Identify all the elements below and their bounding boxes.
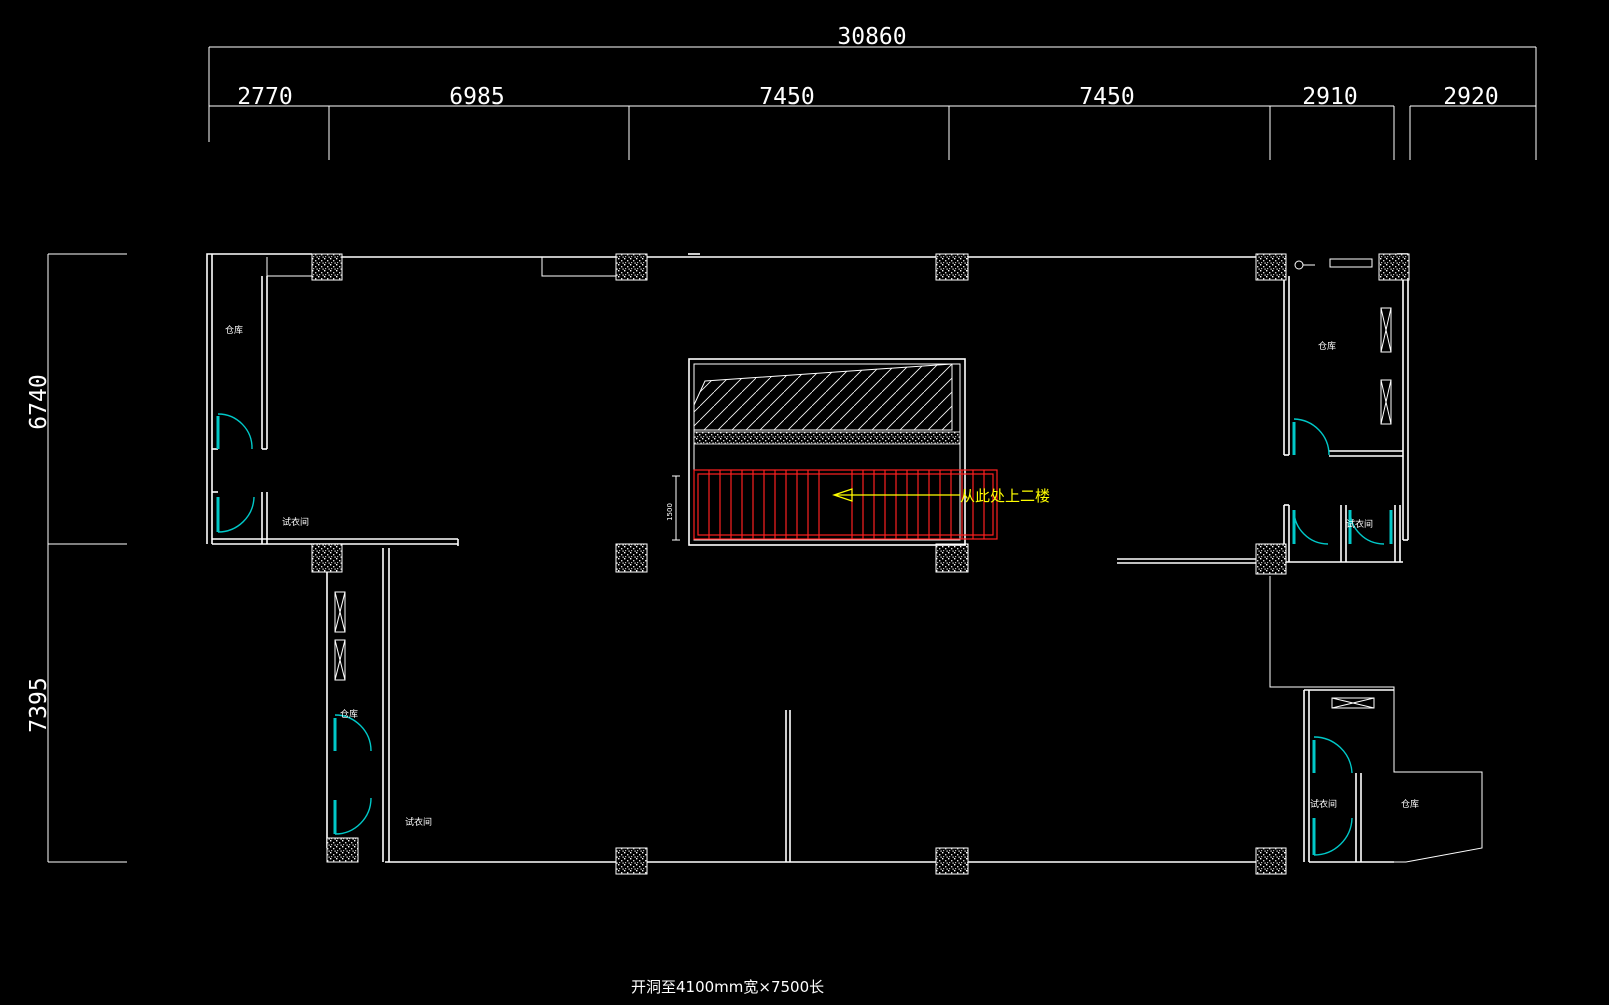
room-label-fitting-right-top: 试衣间 <box>1346 518 1373 530</box>
room-label-fitting-right-bottom: 试衣间 <box>1310 798 1337 810</box>
dim-segment-5: 2910 <box>1302 84 1357 110</box>
dim-segment-3: 7450 <box>759 84 814 110</box>
room-label-storage-left-top: 仓库 <box>225 324 243 336</box>
left-dimensions: 6740 7395 <box>26 253 127 863</box>
stair-annotation: 从此处上二楼 <box>960 487 1050 505</box>
doors <box>216 413 1393 856</box>
dim-segment-1: 2770 <box>237 84 292 110</box>
dim-left-lower: 7395 <box>26 677 52 732</box>
room-labels: 仓库 试衣间 仓库 试衣间 仓库 试衣间 试衣间 仓库 <box>225 324 1419 828</box>
room-label-storage-right-top: 仓库 <box>1318 340 1336 352</box>
room-label-fitting-left-lower: 试衣间 <box>405 816 432 828</box>
dim-segment-2: 6985 <box>449 84 504 110</box>
stair-width-label: 1500 <box>666 503 674 521</box>
top-dimensions: 30860 2770 6985 7450 7450 2910 2920 <box>208 24 1537 160</box>
opening-size-note: 开洞至4100mm宽×7500长 <box>631 978 824 996</box>
room-label-storage-left-lower: 仓库 <box>340 708 358 720</box>
dim-left-upper: 6740 <box>26 374 52 429</box>
stair-up-arrow-icon <box>832 488 960 502</box>
structural-columns <box>311 253 1410 875</box>
dim-segment-6: 2920 <box>1443 84 1498 110</box>
outer-walls <box>206 253 1483 863</box>
room-label-fitting-left-top: 试衣间 <box>282 516 309 528</box>
fixtures <box>334 258 1392 709</box>
stair-opening: 1500 <box>666 358 1050 546</box>
dim-total-width: 30860 <box>837 24 906 50</box>
dim-segment-4: 7450 <box>1079 84 1134 110</box>
room-label-storage-right-bottom: 仓库 <box>1401 798 1419 810</box>
stair-treads <box>693 469 998 540</box>
